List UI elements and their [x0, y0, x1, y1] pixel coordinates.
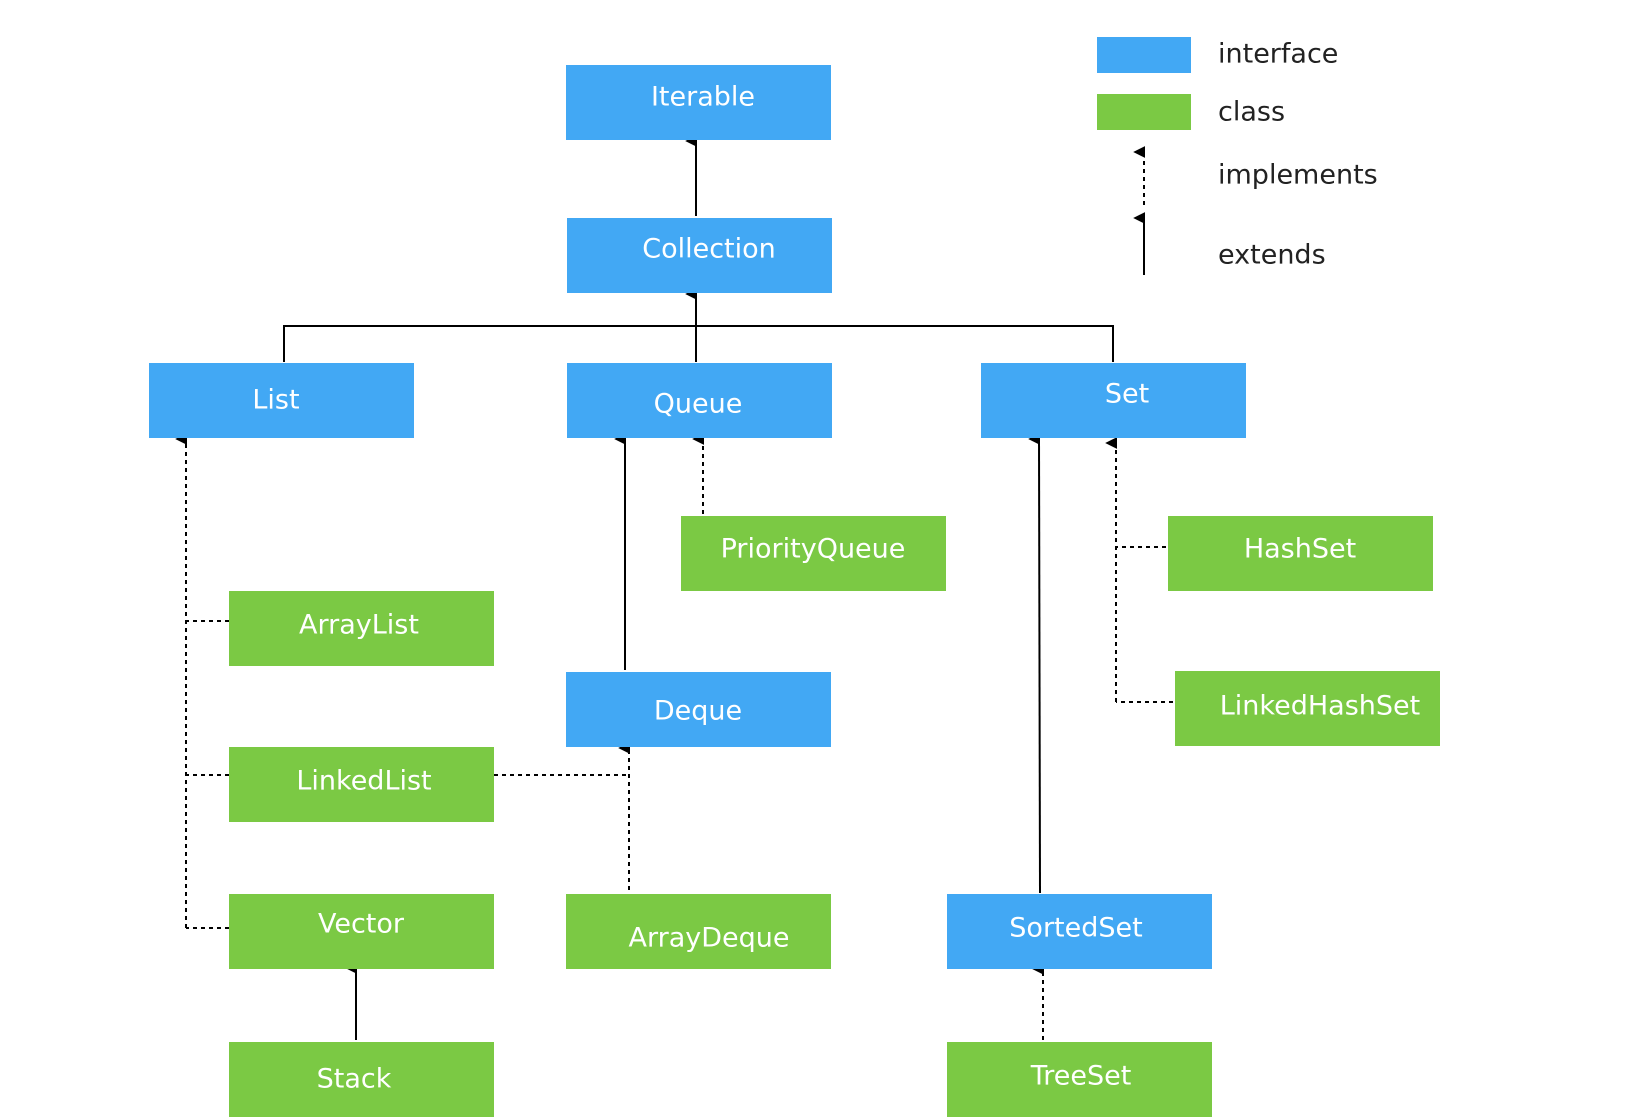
- node-iterable: Iterable: [566, 65, 831, 140]
- legend-class-swatch: [1097, 94, 1191, 130]
- legend-extends-label: extends: [1218, 240, 1326, 271]
- list-box: [149, 363, 414, 438]
- node-linkedhashset: LinkedHashSet: [1175, 671, 1440, 746]
- linkedlist-label: LinkedList: [296, 766, 431, 797]
- legend-interface-label: interface: [1218, 39, 1338, 70]
- node-arraylist: ArrayList: [229, 591, 494, 666]
- linkedhashset-box: [1175, 671, 1440, 746]
- legend: interface class implements extends: [1097, 37, 1378, 275]
- hashset-box: [1168, 516, 1433, 591]
- node-list: List: [149, 363, 414, 438]
- arraylist-box: [229, 591, 494, 666]
- hashset-label: HashSet: [1244, 534, 1356, 565]
- node-priorityqueue: PriorityQueue: [681, 516, 946, 591]
- linkedlist-box: [229, 747, 494, 822]
- set-implements-edges: [1105, 437, 1173, 703]
- set-box: [981, 363, 1246, 438]
- queue-label: Queue: [654, 389, 743, 420]
- arraylist-label: ArrayList: [299, 610, 419, 641]
- sortedset-label: SortedSet: [1009, 913, 1142, 944]
- node-hashset: HashSet: [1168, 516, 1433, 591]
- priorityqueue-label: PriorityQueue: [721, 534, 906, 565]
- node-stack: Stack: [229, 1042, 494, 1117]
- node-set: Set: [981, 363, 1246, 438]
- edge-bus-to-collection: [283, 288, 1114, 362]
- list-label: List: [252, 385, 299, 416]
- treeset-label: TreeSet: [1030, 1061, 1132, 1092]
- node-queue: Queue: [567, 363, 832, 438]
- vector-label: Vector: [318, 909, 405, 940]
- node-deque: Deque: [566, 672, 831, 747]
- set-label: Set: [1105, 379, 1149, 410]
- node-linkedlist: LinkedList: [229, 747, 494, 822]
- iterable-label: Iterable: [651, 82, 755, 113]
- deque-label: Deque: [654, 696, 742, 727]
- sortedset-box: [947, 894, 1212, 969]
- linkedhashset-label: LinkedHashSet: [1220, 691, 1420, 722]
- legend-implements-label: implements: [1218, 160, 1378, 191]
- queue-box: [567, 363, 832, 438]
- legend-interface-swatch: [1097, 37, 1191, 73]
- collection-label: Collection: [642, 234, 776, 265]
- edge-list-extends-collection: [283, 325, 696, 362]
- nodes: Iterable Collection List Queue Set Prior…: [149, 65, 1440, 1117]
- legend-class-label: class: [1218, 97, 1285, 128]
- node-treeset: TreeSet: [947, 1042, 1212, 1117]
- stack-box: [229, 1042, 494, 1117]
- list-implements-edges: [175, 433, 229, 929]
- priorityqueue-box: [681, 516, 946, 591]
- treeset-box: [947, 1042, 1212, 1117]
- node-vector: Vector: [229, 894, 494, 969]
- edges: [175, 135, 1173, 1040]
- deque-box: [566, 672, 831, 747]
- arraydeque-box: [566, 894, 831, 969]
- collection-box: [567, 218, 832, 293]
- stack-label: Stack: [317, 1064, 392, 1095]
- node-arraydeque: ArrayDeque: [566, 894, 831, 969]
- edge-set-extends-collection: [696, 325, 1114, 362]
- node-collection: Collection: [567, 218, 832, 293]
- edge-sortedset-extends-set: [1028, 432, 1041, 894]
- iterable-box: [566, 65, 831, 140]
- vector-box: [229, 894, 494, 969]
- arraydeque-label: ArrayDeque: [629, 923, 790, 954]
- node-sortedset: SortedSet: [947, 894, 1212, 969]
